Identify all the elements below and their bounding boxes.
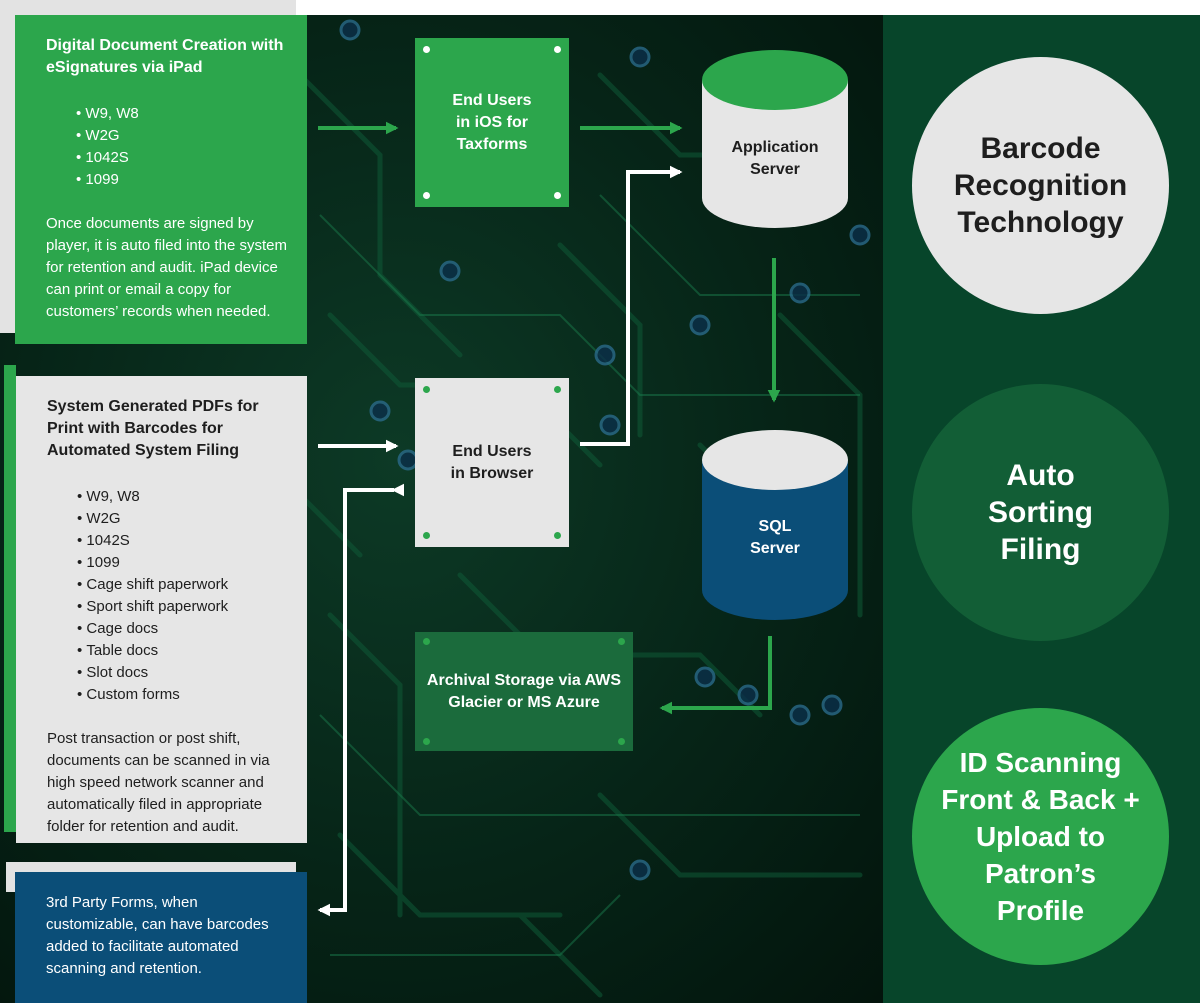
corner-dot [618, 738, 625, 745]
corner-dot [423, 386, 430, 393]
arrow-sql-to-archive [659, 636, 772, 715]
archival-storage-node: Archival Storage via AWS Glacier or MS A… [415, 632, 633, 751]
feature-label: ID Scanning Front & Back + Upload to Pat… [941, 747, 1140, 926]
list-item: Table docs [77, 640, 289, 662]
node-label: End Users in iOS for Taxforms [452, 91, 532, 153]
list-item: 1099 [76, 169, 289, 191]
list-item: 1042S [76, 147, 289, 169]
panel-title: Digital Document Creation with eSignatur… [46, 37, 284, 76]
node-label: End Users in Browser [450, 442, 534, 482]
corner-dot [423, 638, 430, 645]
id-scanning-circle: ID Scanning Front & Back + Upload to Pat… [912, 708, 1169, 965]
barcode-pdf-panel: System Generated PDFs for Print with Bar… [16, 376, 307, 843]
list-item: 1042S [77, 530, 289, 552]
application-server-label: Application Server [731, 139, 819, 178]
document-list: W9, W8 W2G 1042S 1099 Cage shift paperwo… [77, 486, 289, 706]
corner-dot [554, 46, 561, 53]
list-item: W9, W8 [76, 103, 289, 125]
feature-label: Auto Sorting Filing [988, 459, 1093, 566]
auto-sorting-circle: Auto Sorting Filing [912, 384, 1169, 641]
list-item: Custom forms [77, 684, 289, 706]
panel-description: Post transaction or post shift, document… [47, 730, 270, 835]
list-item: Cage docs [77, 618, 289, 640]
application-server-cylinder [702, 50, 848, 228]
arrow-browser-third-party [317, 483, 405, 917]
panel-title: System Generated PDFs for Print with Bar… [47, 398, 259, 459]
corner-dot [423, 46, 430, 53]
list-item: Cage shift paperwork [77, 574, 289, 596]
corner-dot [554, 532, 561, 539]
sql-server-label: SQL Server [750, 518, 800, 557]
arrow-browser-to-app-server [580, 165, 683, 446]
ipad-esignature-panel: Digital Document Creation with eSignatur… [15, 15, 307, 344]
feature-label: Barcode Recognition Technology [953, 132, 1128, 239]
form-list: W9, W8 W2G 1042S 1099 [76, 103, 289, 191]
corner-dot [423, 738, 430, 745]
browser-users-node: End Users in Browser [415, 378, 569, 547]
list-item: Slot docs [77, 662, 289, 684]
panel-description: 3rd Party Forms, when customizable, can … [46, 894, 269, 977]
list-item: W2G [76, 125, 289, 147]
corner-dot [423, 532, 430, 539]
list-item: W9, W8 [77, 486, 289, 508]
list-item: Sport shift paperwork [77, 596, 289, 618]
list-item: 1099 [77, 552, 289, 574]
panel-description: Once documents are signed by player, it … [46, 215, 287, 320]
corner-dot [423, 192, 430, 199]
corner-dot [618, 638, 625, 645]
list-item: W2G [77, 508, 289, 530]
sql-server-cylinder [702, 430, 848, 620]
corner-dot [554, 192, 561, 199]
barcode-recognition-circle: Barcode Recognition Technology [912, 57, 1169, 314]
panel-accent-bar [4, 365, 16, 832]
corner-dot [554, 386, 561, 393]
node-label: Archival Storage via AWS Glacier or MS A… [426, 671, 622, 711]
ios-users-node: End Users in iOS for Taxforms [415, 38, 569, 207]
third-party-forms-panel: 3rd Party Forms, when customizable, can … [15, 872, 307, 1003]
